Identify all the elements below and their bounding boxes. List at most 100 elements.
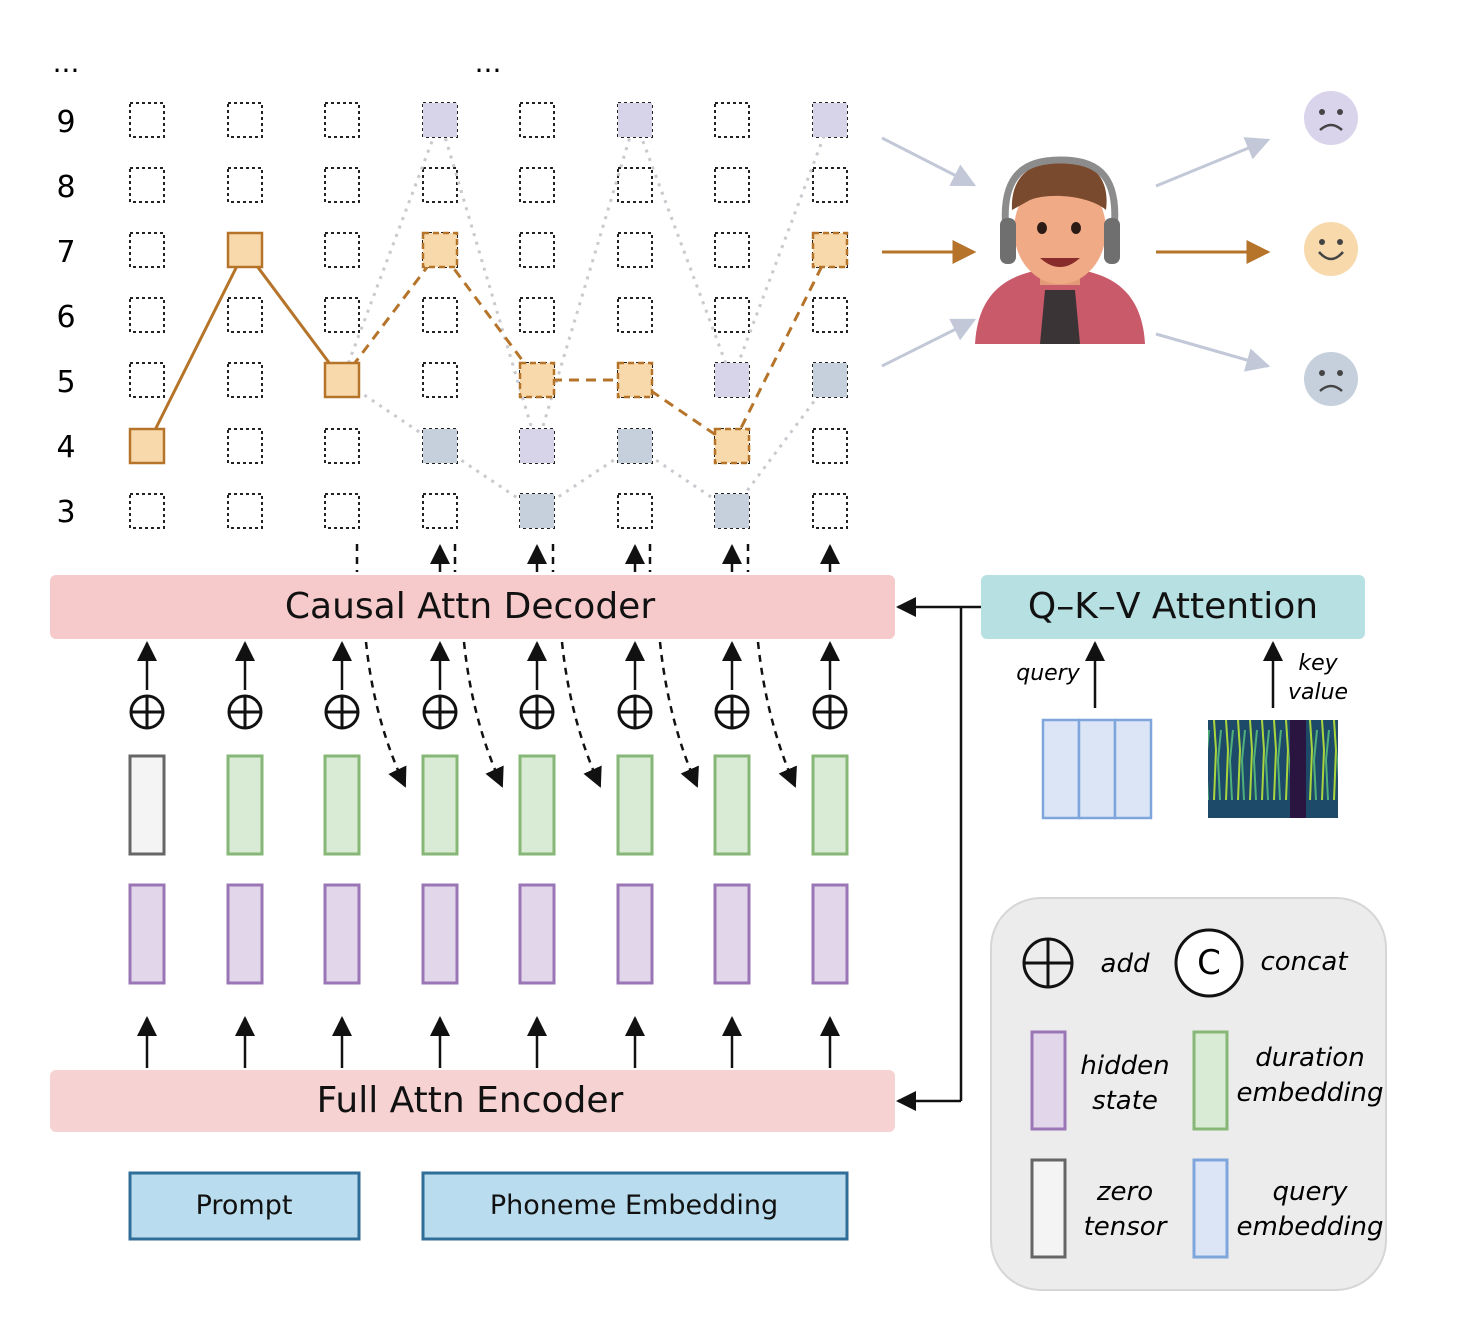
- grid-cell: [324, 493, 360, 529]
- legend-add: add: [1022, 937, 1150, 989]
- hidden-state-block: [713, 883, 751, 985]
- cell-orange-dashed: [713, 427, 751, 465]
- query-embedding-block: [1077, 718, 1117, 820]
- row-label-3: 3: [56, 495, 75, 530]
- grid-cell: [129, 297, 165, 333]
- grid-cell: [519, 297, 555, 333]
- grid-cell: [324, 428, 360, 464]
- legend-zero-label-2: tensor: [1084, 1212, 1169, 1242]
- cell-orange: [128, 427, 166, 465]
- grid-cell: [227, 102, 263, 138]
- grid-cell: [422, 167, 458, 203]
- grid-cell: [227, 493, 263, 529]
- concat-symbol-icon: [1174, 928, 1244, 998]
- legend-query-swatch: [1192, 1158, 1229, 1259]
- grid-cell: [812, 493, 848, 529]
- cell-purple: [715, 363, 749, 397]
- legend-hidden-label-2: state: [1092, 1086, 1158, 1116]
- legend-query-label-2: embedding: [1236, 1212, 1383, 1242]
- grid-cell: [129, 232, 165, 268]
- cell-orange: [226, 231, 264, 269]
- grid-cell: [227, 428, 263, 464]
- cell-gray: [520, 494, 554, 528]
- legend-hidden-swatch: [1030, 1030, 1067, 1131]
- hidden-state-block: [616, 883, 654, 985]
- grid-cell: [519, 102, 555, 138]
- hidden-state-block: [421, 883, 459, 985]
- cell-gray: [715, 494, 749, 528]
- encoder-output-arrows: [137, 1016, 840, 1068]
- sad-face-icon: [1304, 91, 1358, 145]
- hidden-states: [128, 883, 849, 985]
- query-embedding-block: [1113, 718, 1153, 820]
- spectrogram-gap: [1290, 720, 1306, 818]
- happy-face-icon: [1304, 222, 1358, 276]
- selected-path-line: [340, 247, 832, 449]
- hidden-state-block: [226, 883, 264, 985]
- grid-cell: [324, 232, 360, 268]
- grid-cell: [617, 232, 653, 268]
- legend-hidden-label-1: hidden: [1080, 1051, 1169, 1081]
- grid-cell: [324, 297, 360, 333]
- prompt-path-line: [145, 247, 344, 447]
- duration-embedding-block: [421, 754, 459, 856]
- legend-zero-swatch: [1030, 1158, 1067, 1259]
- grid-cell: [617, 493, 653, 529]
- grid-cell: [519, 232, 555, 268]
- concat-symbol: C: [1197, 943, 1221, 983]
- grid-cell: [227, 167, 263, 203]
- causal-attn-decoder-block: [50, 575, 895, 639]
- decoder-output-arrows: [430, 544, 840, 572]
- duration-embedding-block: [518, 754, 556, 856]
- grid-cell: [227, 297, 263, 333]
- duration-embedding-block: [323, 754, 361, 856]
- row-labels: ... 9 8 7 6 5 4 3 ...: [53, 46, 502, 530]
- person-with-headphones-icon: [975, 156, 1145, 344]
- duration-embedding-block: [713, 754, 751, 856]
- duration-embedding-block: [616, 754, 654, 856]
- token-grid: [129, 102, 848, 529]
- grid-cell: [422, 297, 458, 333]
- legend-query-label-1: query: [1272, 1177, 1348, 1207]
- row-label-4: 4: [56, 430, 75, 465]
- grid-cell: [714, 297, 750, 333]
- grid-cell: [422, 362, 458, 398]
- legend-add-label: add: [1101, 949, 1150, 979]
- input-arrow-bottom: [881, 318, 977, 368]
- row-label-8: 8: [56, 170, 75, 205]
- output-arrow-bottom: [1155, 332, 1271, 372]
- cell-orange-dashed: [518, 361, 556, 399]
- listener-arrows: [881, 136, 1271, 372]
- top-ellipsis: ...: [475, 46, 502, 79]
- cell-purple: [813, 103, 847, 137]
- highlighted-cells: [128, 103, 849, 528]
- qkv-attention-label: Q–K–V Attention: [1028, 586, 1318, 627]
- encoder-label: Full Attn Encoder: [317, 1080, 624, 1121]
- decoder-label: Causal Attn Decoder: [285, 586, 655, 627]
- grid-cell: [324, 167, 360, 203]
- phoneme-label: Phoneme Embedding: [490, 1190, 778, 1221]
- query-arrow-label: query: [1016, 661, 1080, 686]
- row-label-7: 7: [56, 235, 75, 270]
- cell-gray: [423, 429, 457, 463]
- legend-duration-swatch: [1192, 1030, 1229, 1131]
- full-attn-encoder-block: [50, 1070, 895, 1132]
- row-label-ellipsis: ...: [53, 46, 80, 79]
- cell-purple: [618, 103, 652, 137]
- duration-embedding-block: [226, 754, 264, 856]
- prompt-label: Prompt: [196, 1190, 293, 1221]
- row-label-9: 9: [56, 105, 75, 140]
- grid-cell: [812, 428, 848, 464]
- grid-cell: [519, 167, 555, 203]
- cell-orange-dashed: [616, 361, 654, 399]
- legend-zero-label-1: zero: [1096, 1177, 1153, 1207]
- grid-cell: [617, 297, 653, 333]
- cell-gray: [618, 429, 652, 463]
- value-label: value: [1288, 680, 1348, 705]
- row-label-6: 6: [56, 300, 75, 335]
- legend-concat-label: concat: [1260, 947, 1348, 977]
- duration-embeddings: [128, 754, 849, 856]
- alt-low-path-line: [341, 378, 832, 514]
